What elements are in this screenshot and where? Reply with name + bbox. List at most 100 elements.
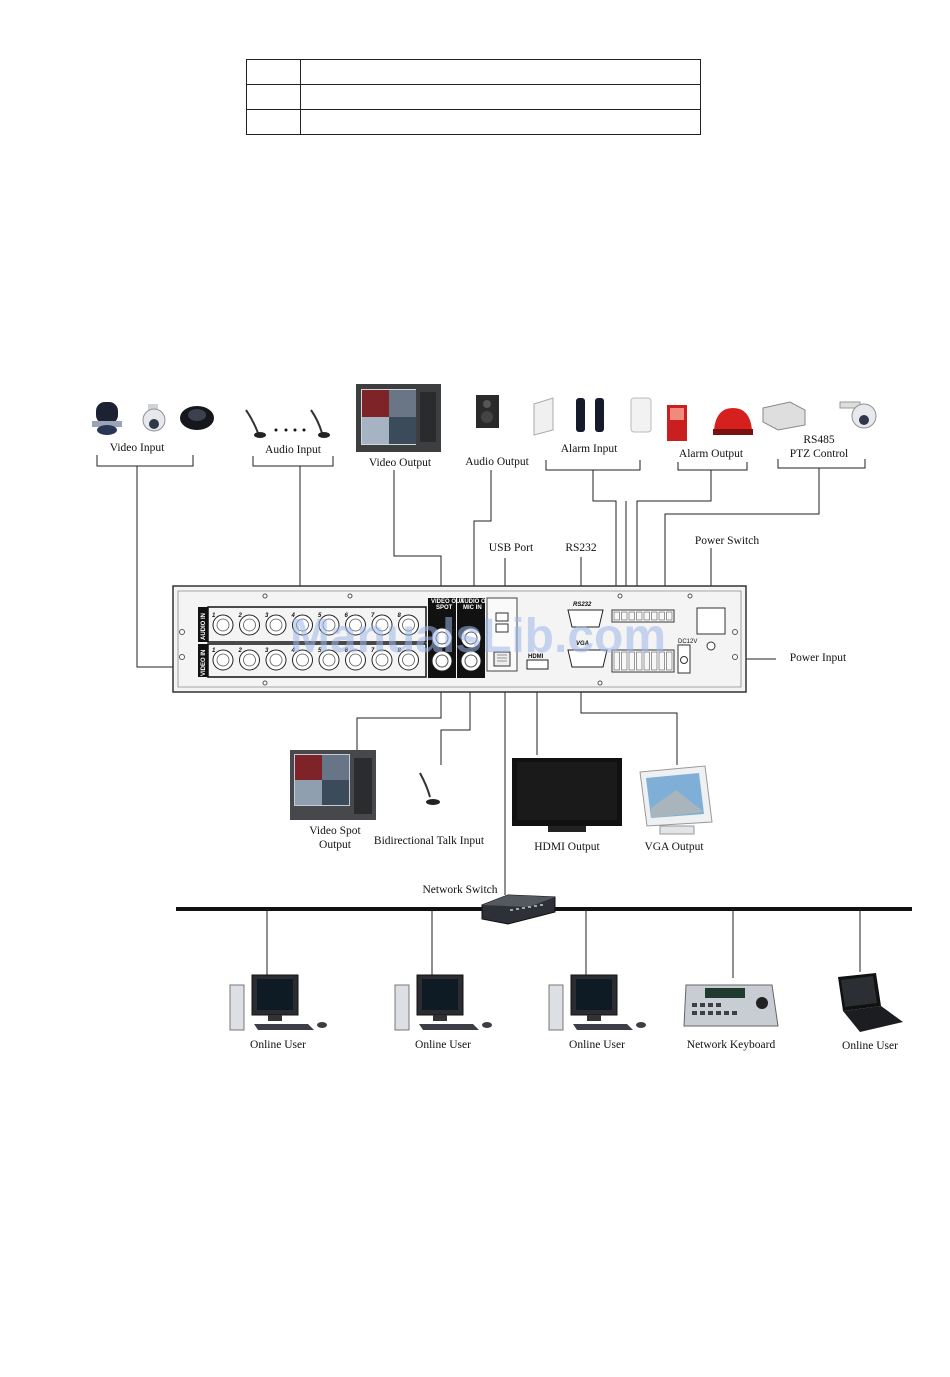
camera-icon xyxy=(92,402,122,435)
audio-in-connector[interactable]: 2 xyxy=(238,613,260,636)
video-in-connector[interactable]: 1 xyxy=(212,648,234,671)
rs485-label: RS485 xyxy=(803,434,835,446)
microphone-icon xyxy=(419,772,440,805)
port-number: 2 xyxy=(238,648,243,654)
video-in-connector[interactable]: 4 xyxy=(291,648,313,671)
desktop-pc-icon xyxy=(548,974,646,1031)
terminal-pin[interactable] xyxy=(658,651,665,671)
siren-icon xyxy=(713,408,753,435)
output-connector[interactable] xyxy=(460,627,482,649)
dvr-back-panel: AUDIO IN VIDEO IN VIDEO OUT AUDIO OUT SP… xyxy=(172,585,747,693)
speed-dome-icon xyxy=(839,401,877,429)
beam-sensor-icon xyxy=(576,398,604,432)
dc-input-panel-label: DC12V xyxy=(678,639,697,645)
power-input-label: Power Input xyxy=(790,652,847,664)
port-number: 8 xyxy=(398,648,402,654)
terminal-pin[interactable] xyxy=(636,611,643,621)
terminal-pin[interactable] xyxy=(658,611,665,621)
audio-in-connector[interactable]: 8 xyxy=(398,613,419,636)
power-switch-label: Power Switch xyxy=(695,535,759,547)
microphone-icon xyxy=(310,409,330,438)
video-in-connector[interactable]: 6 xyxy=(345,648,366,671)
hdmi-panel-label: HDMI xyxy=(528,654,544,660)
terminal-pin[interactable] xyxy=(621,611,628,621)
vga-panel-label: VGA xyxy=(576,641,589,647)
port-number: 5 xyxy=(318,648,322,654)
blank-table xyxy=(246,59,701,135)
video-in-panel-label: VIDEO IN xyxy=(201,650,207,676)
audio-in-connector[interactable]: 4 xyxy=(291,613,313,636)
crt-monitor-icon xyxy=(639,765,713,835)
port-number: 3 xyxy=(265,613,269,619)
terminal-pin[interactable] xyxy=(651,611,658,621)
port-number: 4 xyxy=(291,648,296,654)
video-in-connector[interactable]: 8 xyxy=(398,648,419,671)
alarm-sensor-icon xyxy=(533,397,554,436)
decoder-icon xyxy=(762,401,806,431)
audio-in-connector[interactable]: 1 xyxy=(212,613,234,636)
rs232-panel-label: RS232 xyxy=(573,602,592,608)
terminal-pin[interactable] xyxy=(651,651,658,671)
terminal-pin[interactable] xyxy=(643,651,650,671)
online-user-label-1: Online User xyxy=(250,1039,306,1051)
speaker-icon xyxy=(476,395,499,428)
desktop-pcs xyxy=(229,974,646,1031)
network-keyboard-label: Network Keyboard xyxy=(687,1039,776,1051)
laptop-icon xyxy=(838,973,903,1032)
terminal-pin[interactable] xyxy=(628,611,635,621)
vga-output-label: VGA Output xyxy=(644,841,704,853)
output-connector[interactable] xyxy=(431,650,453,672)
table-cell xyxy=(246,84,301,110)
terminal-pin[interactable] xyxy=(613,611,620,621)
table-cell xyxy=(246,109,301,135)
terminal-pin[interactable] xyxy=(621,651,628,671)
online-user-label-2: Online User xyxy=(415,1039,471,1051)
video-in-connector[interactable]: 2 xyxy=(238,648,260,671)
output-connector[interactable] xyxy=(431,627,453,649)
rs232-label: RS232 xyxy=(565,542,597,554)
keyboard-controller-icon xyxy=(683,984,779,1027)
speed-dome-icon xyxy=(142,404,166,432)
port-number: 8 xyxy=(398,613,402,619)
usb-port-label: USB Port xyxy=(489,542,534,554)
port-number: 7 xyxy=(371,648,375,654)
spot-panel-label: SPOT xyxy=(436,605,453,611)
port-number: 2 xyxy=(238,613,243,619)
desktop-pc-icon xyxy=(229,974,327,1031)
table-cell xyxy=(300,109,701,135)
port-number: 1 xyxy=(212,648,216,654)
ptz-control-label: PTZ Control xyxy=(790,448,848,460)
bidirectional-talk-label: Bidirectional Talk Input xyxy=(374,835,485,847)
strobe-siren-icon xyxy=(667,405,687,441)
terminal-pin[interactable] xyxy=(643,611,650,621)
alarm-output-label: Alarm Output xyxy=(679,448,744,460)
video-in-connector[interactable]: 3 xyxy=(265,648,287,671)
video-in-connector[interactable]: 5 xyxy=(318,648,340,671)
hdmi-output-label: HDMI Output xyxy=(534,841,600,853)
video-output-label: Video Output xyxy=(369,457,432,469)
port-number: 6 xyxy=(345,613,349,619)
terminal-block xyxy=(613,651,673,671)
terminal-pin[interactable] xyxy=(636,651,643,671)
tv-icon xyxy=(512,758,622,832)
audio-in-connector[interactable]: 7 xyxy=(371,613,393,636)
online-user-label-3: Online User xyxy=(569,1039,625,1051)
audio-out-panel-label: AUDIO OUT xyxy=(460,599,494,605)
audio-in-connector[interactable]: 6 xyxy=(345,613,366,636)
video-spot-label: Video Spot xyxy=(309,825,361,837)
online-user-label-4: Online User xyxy=(842,1040,898,1052)
audio-in-connector[interactable]: 5 xyxy=(318,613,340,636)
desktop-pc-icon xyxy=(394,974,492,1031)
audio-in-connector[interactable]: 3 xyxy=(265,613,287,636)
terminal-pin[interactable] xyxy=(613,651,620,671)
audio-input-label: Audio Input xyxy=(265,444,322,456)
terminal-pin[interactable] xyxy=(666,651,673,671)
mic-in-panel-label: MIC IN xyxy=(463,605,482,611)
network-switch-label: Network Switch xyxy=(422,884,497,896)
drop-lines xyxy=(266,909,861,978)
video-in-connector[interactable]: 7 xyxy=(371,648,393,671)
output-connector[interactable] xyxy=(460,650,482,672)
terminal-pin[interactable] xyxy=(666,611,673,621)
terminal-pin[interactable] xyxy=(628,651,635,671)
